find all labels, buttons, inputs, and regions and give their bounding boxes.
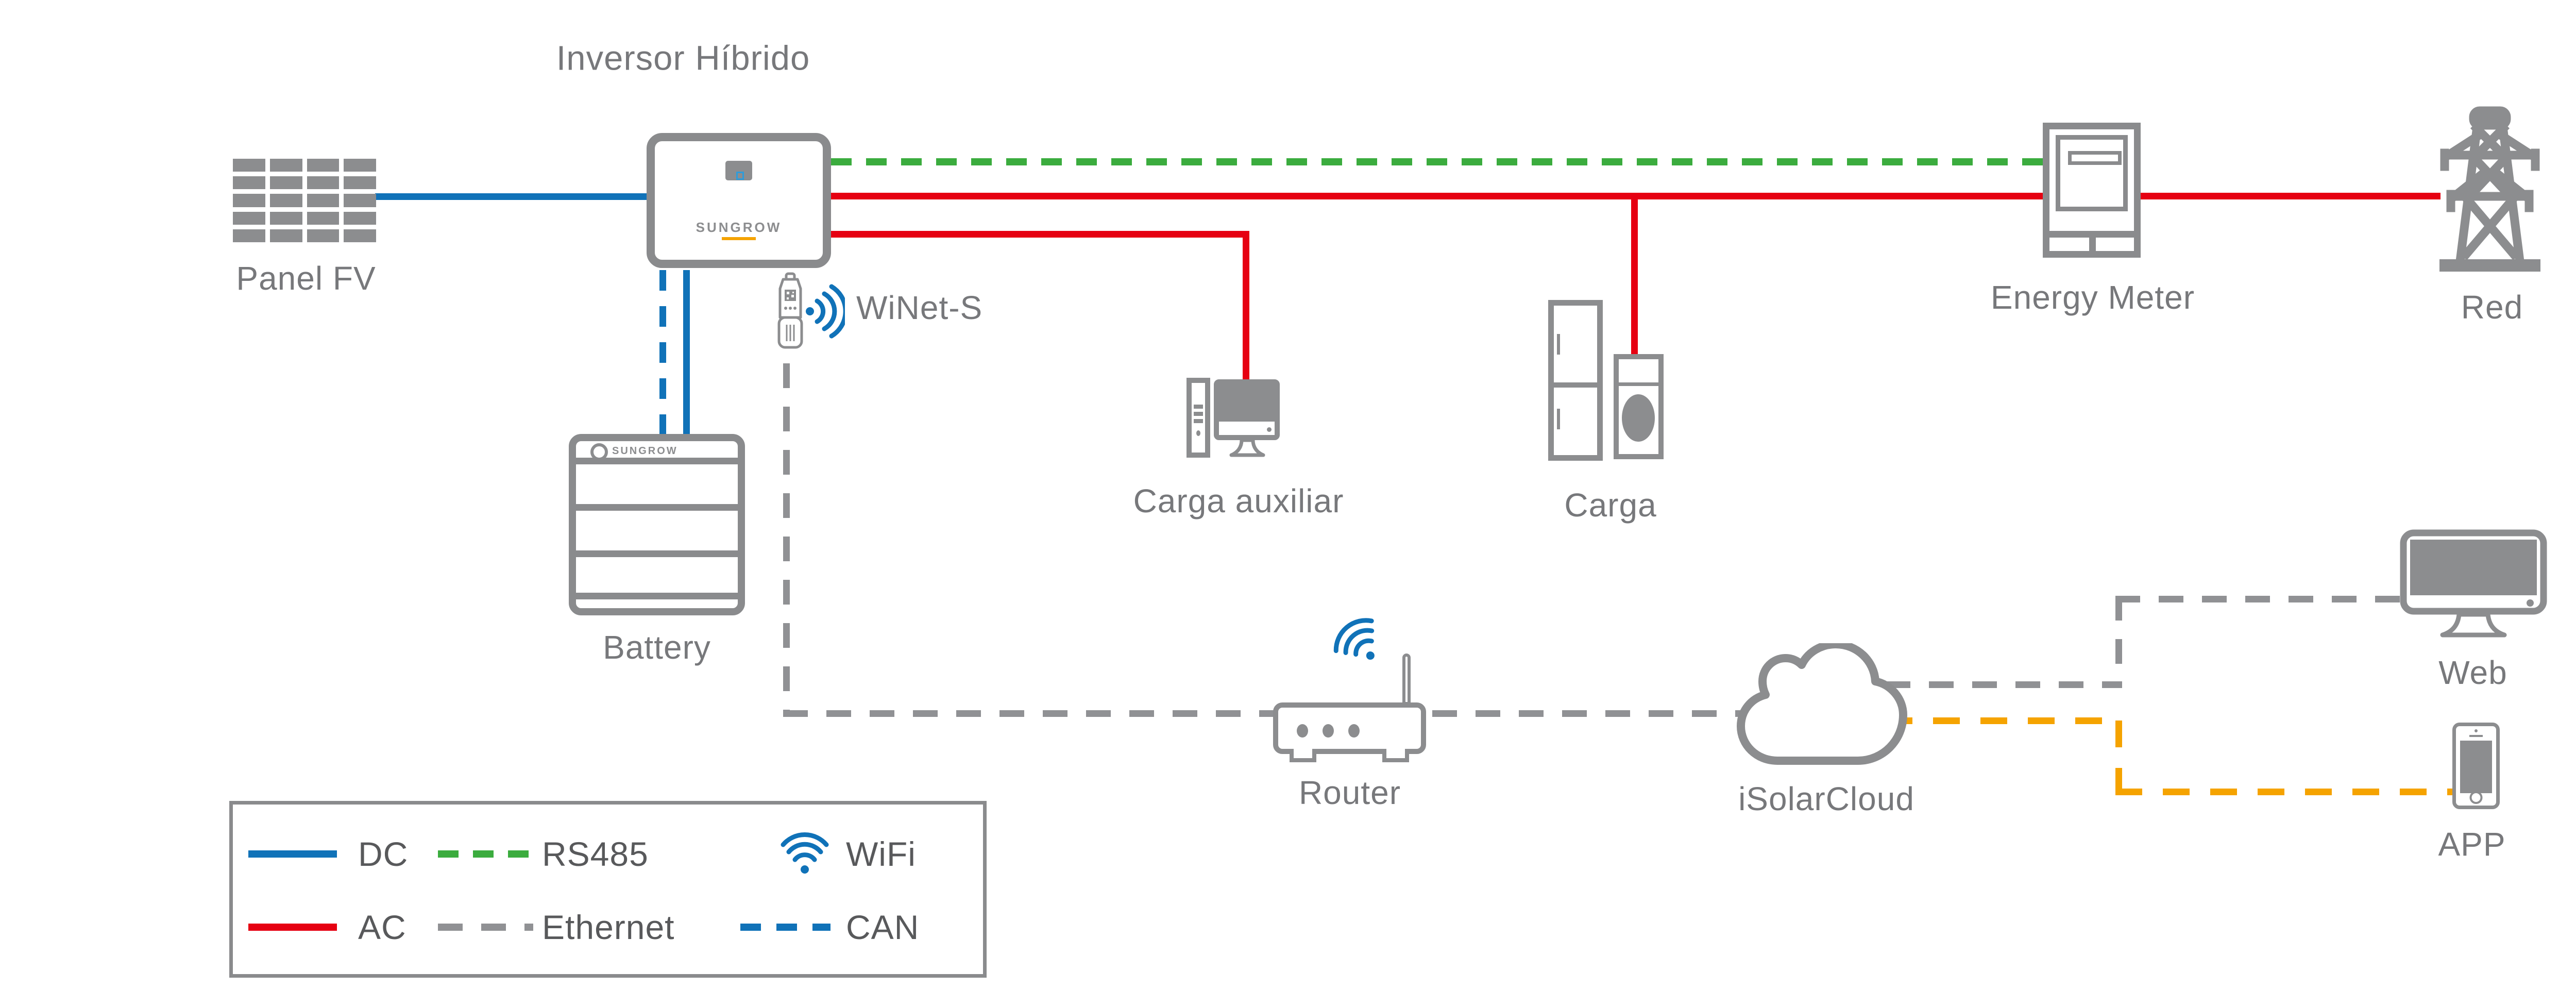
- rs485-line-inverter-to-meter: [831, 158, 2043, 165]
- battery-divider: [576, 458, 738, 464]
- legend-ac-swatch: [248, 924, 337, 931]
- ethernet-line-web-riser: [2115, 596, 2122, 688]
- grid-tower-icon: [2435, 106, 2545, 276]
- inverter-brand-text: SUNGROW: [696, 220, 782, 235]
- cloud-link-line-drop: [2115, 721, 2122, 795]
- aux-load-label: Carga auxiliar: [1133, 482, 1344, 520]
- dc-line-inverter-to-battery: [683, 270, 690, 435]
- inverter-title: Inversor Híbrido: [556, 39, 810, 78]
- ethernet-line-to-web: [2115, 596, 2402, 602]
- legend-wifi-label: WiFi: [846, 835, 916, 873]
- aux-load-tower-icon: [1187, 378, 1210, 458]
- winet-dongle-icon: [774, 272, 806, 350]
- ethernet-line-cloud-right: [1886, 681, 2122, 688]
- legend-ethernet-swatch: [438, 924, 533, 931]
- legend-dc-label: DC: [358, 835, 409, 873]
- router-label: Router: [1298, 774, 1401, 811]
- legend-rs485-label: RS485: [542, 835, 649, 873]
- battery-divider: [576, 593, 738, 599]
- panel-label: Panel FV: [236, 260, 376, 297]
- winet-wifi-icon: [805, 282, 845, 340]
- aux-load-monitor-icon: [1214, 379, 1280, 440]
- load-label: Carga: [1564, 487, 1657, 524]
- router-antenna-icon: [1402, 654, 1411, 705]
- battery-icon: SUNGROW: [569, 434, 745, 615]
- cloud-link-line-from-cloud: [1886, 717, 2122, 724]
- energy-meter-icon: [2043, 123, 2141, 258]
- cloud-link-line-to-app: [2115, 789, 2455, 795]
- inverter-led-icon: [736, 172, 744, 180]
- grid-label: Red: [2461, 289, 2523, 326]
- battery-brand-text: SUNGROW: [612, 445, 678, 457]
- legend-can-swatch: [740, 924, 831, 931]
- aux-load-monitor-stand-icon: [1228, 439, 1266, 459]
- ac-line-to-load-v: [1631, 196, 1638, 361]
- cloud-label: iSolarCloud: [1738, 780, 1914, 817]
- web-monitor-icon: [2399, 529, 2549, 647]
- meter-label: Energy Meter: [1990, 279, 2195, 316]
- legend-ethernet-label: Ethernet: [542, 908, 675, 946]
- inverter-icon: SUNGROW: [647, 133, 831, 268]
- inverter-display-icon: [725, 161, 752, 180]
- inverter-brand-underline: [722, 237, 756, 240]
- ethernet-line-winet-down: [783, 363, 790, 717]
- pv-panel-icon: [233, 159, 376, 242]
- legend-dc-swatch: [248, 850, 337, 858]
- ac-line-to-aux-load-v: [1243, 231, 1249, 384]
- ac-line-to-aux-load-h: [829, 231, 1249, 238]
- router-wifi-icon: [1323, 606, 1395, 678]
- legend-rs485-swatch: [438, 850, 533, 858]
- battery-divider: [576, 550, 738, 557]
- cloud-icon: [1729, 643, 1917, 767]
- legend-wifi-icon: [780, 829, 829, 877]
- can-line-inverter-to-battery: [659, 270, 666, 435]
- router-icon: [1273, 702, 1426, 762]
- battery-divider: [576, 504, 738, 511]
- dc-line-pv-to-inverter: [375, 193, 649, 200]
- winet-label: WiNet-S: [856, 289, 983, 326]
- app-label: APP: [2438, 826, 2506, 863]
- load-fridge-icon: [1548, 300, 1603, 461]
- battery-label: Battery: [603, 629, 711, 666]
- legend-can-label: CAN: [846, 908, 920, 946]
- legend-ac-label: AC: [358, 908, 406, 946]
- load-washer-icon: [1614, 354, 1664, 459]
- app-phone-icon: [2452, 723, 2500, 809]
- web-label: Web: [2438, 654, 2507, 691]
- legend-box: DC RS485 WiFi AC Ethernet CAN: [229, 801, 987, 978]
